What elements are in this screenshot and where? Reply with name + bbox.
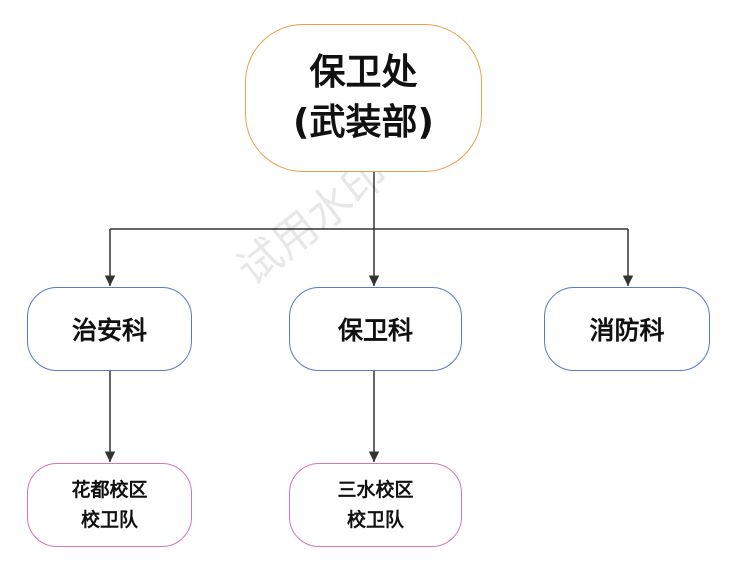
node-label: 治安科 [71,316,147,345]
node-fire-section: 消防科 [544,287,710,371]
node-root-line1: 保卫处 [309,52,418,93]
node-security-section: 保卫科 [289,287,462,371]
node-line2: 校卫队 [80,509,138,531]
node-label: 消防科 [589,316,665,345]
node-label: 保卫科 [337,316,413,345]
node-huadu-campus-guard: 花都校区 校卫队 [27,463,192,547]
node-security-office: 保卫处 (武装部) [245,24,482,172]
node-sanshui-campus-guard: 三水校区 校卫队 [289,463,462,547]
node-line1: 花都校区 [71,479,148,501]
node-root-line2: (武装部) [293,102,434,143]
node-public-order-section: 治安科 [27,287,192,371]
node-line2: 校卫队 [346,509,404,531]
node-line1: 三水校区 [337,479,414,501]
